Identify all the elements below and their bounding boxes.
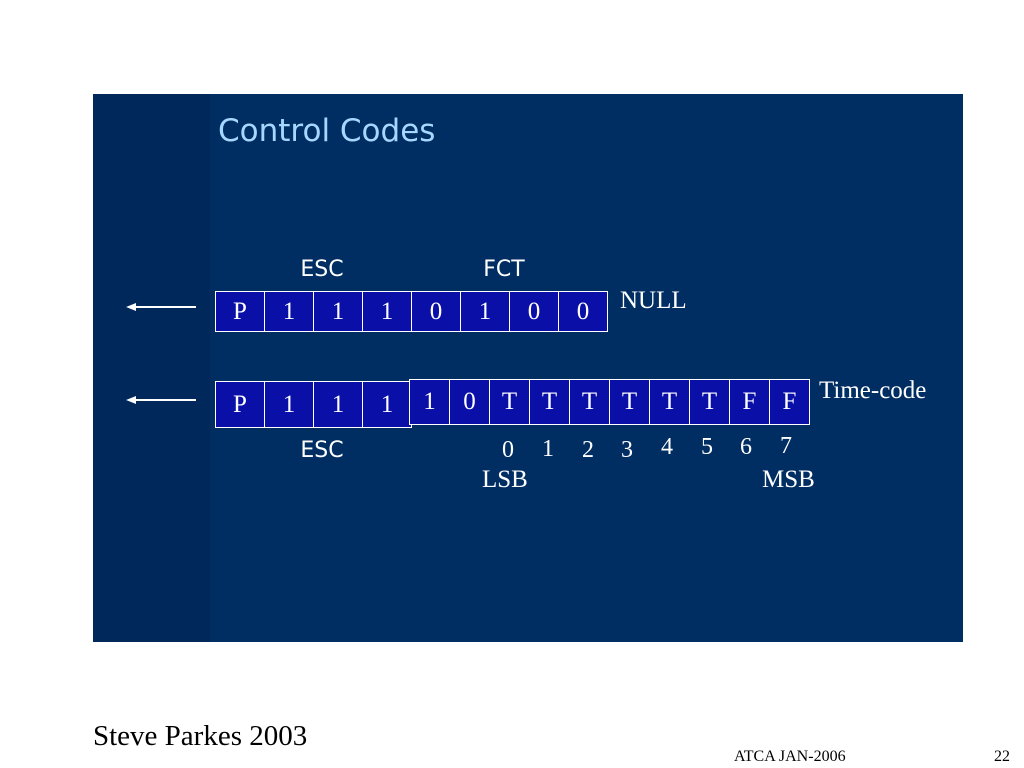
timecode-bit-number: 6 [740, 434, 752, 460]
timecode-data-bit-cell: 0 [449, 379, 490, 425]
timecode-data-bit-cell: T [649, 379, 690, 425]
footer-event: ATCA JAN-2006 [734, 748, 846, 765]
slide-panel [93, 94, 963, 642]
timecode-data-bit-cell: F [729, 379, 770, 425]
timecode-bit-number: 1 [542, 436, 554, 462]
footer-author: Steve Parkes 2003 [93, 720, 308, 752]
null-esc-label: ESC [300, 257, 344, 282]
timecode-bit-number: 2 [582, 437, 594, 463]
timecode-data-bit-cell: T [569, 379, 610, 425]
null-bit-cell: 1 [264, 291, 314, 332]
timecode-data-bit-cell: T [489, 379, 530, 425]
slide-title: Control Codes [218, 113, 436, 149]
timecode-esc-bit-cell: P [215, 381, 265, 428]
timecode-data-bit-cell: T [689, 379, 730, 425]
timecode-esc-bit-cell: 1 [264, 381, 314, 428]
null-arrow-left-icon [126, 303, 196, 311]
timecode-bit-number: 4 [661, 434, 673, 460]
null-side-label: NULL [620, 287, 687, 314]
timecode-bit-number: 0 [502, 437, 514, 463]
timecode-bit-number: 3 [621, 437, 633, 463]
null-bit-cell: 1 [362, 291, 412, 332]
timecode-bit-number: 7 [780, 433, 792, 459]
timecode-esc-bit-row: P 1 1 1 [215, 381, 412, 428]
timecode-data-bit-cell: T [609, 379, 650, 425]
timecode-bit-number: 5 [701, 434, 713, 460]
timecode-data-bit-cell: F [769, 379, 810, 425]
null-bit-cell: 0 [509, 291, 559, 332]
null-bit-cell: 1 [460, 291, 510, 332]
timecode-esc-label: ESC [300, 438, 344, 463]
msb-label: MSB [762, 466, 815, 493]
null-bit-cell: 0 [411, 291, 461, 332]
timecode-side-label: Time-code [819, 377, 927, 404]
slide-left-strip [93, 94, 210, 642]
null-fct-label: FCT [483, 257, 525, 282]
timecode-arrow-left-icon [126, 396, 196, 404]
page-number: 22 [994, 748, 1010, 765]
lsb-label: LSB [482, 466, 528, 493]
timecode-data-bit-cell: T [529, 379, 570, 425]
timecode-data-bit-row: 1 0 T T T T T T F F [409, 379, 810, 425]
timecode-esc-bit-cell: 1 [313, 381, 363, 428]
null-bit-row: P 1 1 1 0 1 0 0 [215, 291, 608, 332]
timecode-data-bit-cell: 1 [409, 379, 450, 425]
null-bit-cell: 0 [558, 291, 608, 332]
null-bit-cell: 1 [313, 291, 363, 332]
null-bit-cell: P [215, 291, 265, 332]
timecode-esc-bit-cell: 1 [362, 381, 412, 428]
